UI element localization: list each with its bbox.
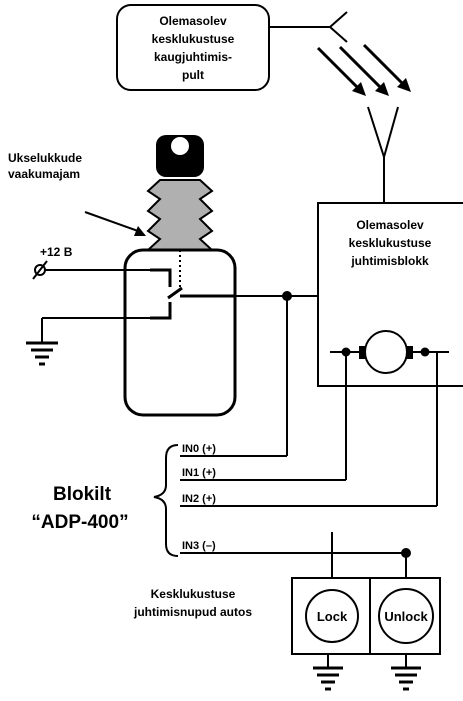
input-label-in0: IN0 (+) <box>182 443 216 455</box>
remote-label-line-4: pult <box>182 68 204 82</box>
control-unit-label-line-2: kesklukustuse <box>349 236 432 250</box>
unlock-button: Unlock <box>369 577 441 655</box>
input-label-in2: IN2 (+) <box>182 493 216 505</box>
control-unit-label-line-1: Olemasolev <box>356 218 424 232</box>
receiver-antenna-icon <box>367 106 399 203</box>
lock-button-label: Lock <box>317 609 348 624</box>
ground-icon <box>26 317 150 366</box>
input-label-in3: IN3 (–) <box>182 540 216 552</box>
block-label-line-2: “ADP-400” <box>31 512 128 533</box>
input-brace <box>153 444 179 557</box>
vacuum-actuator-label-line-2: vaakumajam <box>8 167 80 181</box>
radio-signal-arrows-icon <box>316 43 411 96</box>
input-wires <box>180 291 438 578</box>
remote-label-line-2: kesklukustuse <box>152 32 235 46</box>
ground-icon <box>313 654 343 691</box>
input-label-in1: IN1 (+) <box>182 467 216 479</box>
vacuum-actuator-label-line-1: Ukselukkude <box>8 151 82 165</box>
motor-icon <box>330 330 449 374</box>
supply-terminal-icon <box>32 260 150 280</box>
buttons-label-line-1: Kesklukustuse <box>151 587 236 601</box>
unlock-button-label: Unlock <box>384 609 428 624</box>
supply-label: +12 B <box>40 245 73 259</box>
block-label-line-1: Blokilt <box>53 484 112 505</box>
remote-label-line-1: Olemasolev <box>159 14 227 28</box>
pointer-arrow-icon <box>84 211 146 236</box>
remote-antenna-icon <box>269 11 348 43</box>
control-unit: Olemasolev kesklukustuse juhtimisblokk <box>317 202 463 387</box>
buttons-label-line-2: juhtimisnupud autos <box>133 605 252 619</box>
vacuum-actuator-icon <box>123 135 237 417</box>
control-unit-label-line-3: juhtimisblokk <box>350 254 429 268</box>
remote-control: Olemasolev kesklukustuse kaugjuhtimis- p… <box>116 4 270 91</box>
remote-label-line-3: kaugjuhtimis- <box>154 50 232 64</box>
ground-icon <box>391 654 421 691</box>
lock-button: Lock <box>291 577 371 655</box>
